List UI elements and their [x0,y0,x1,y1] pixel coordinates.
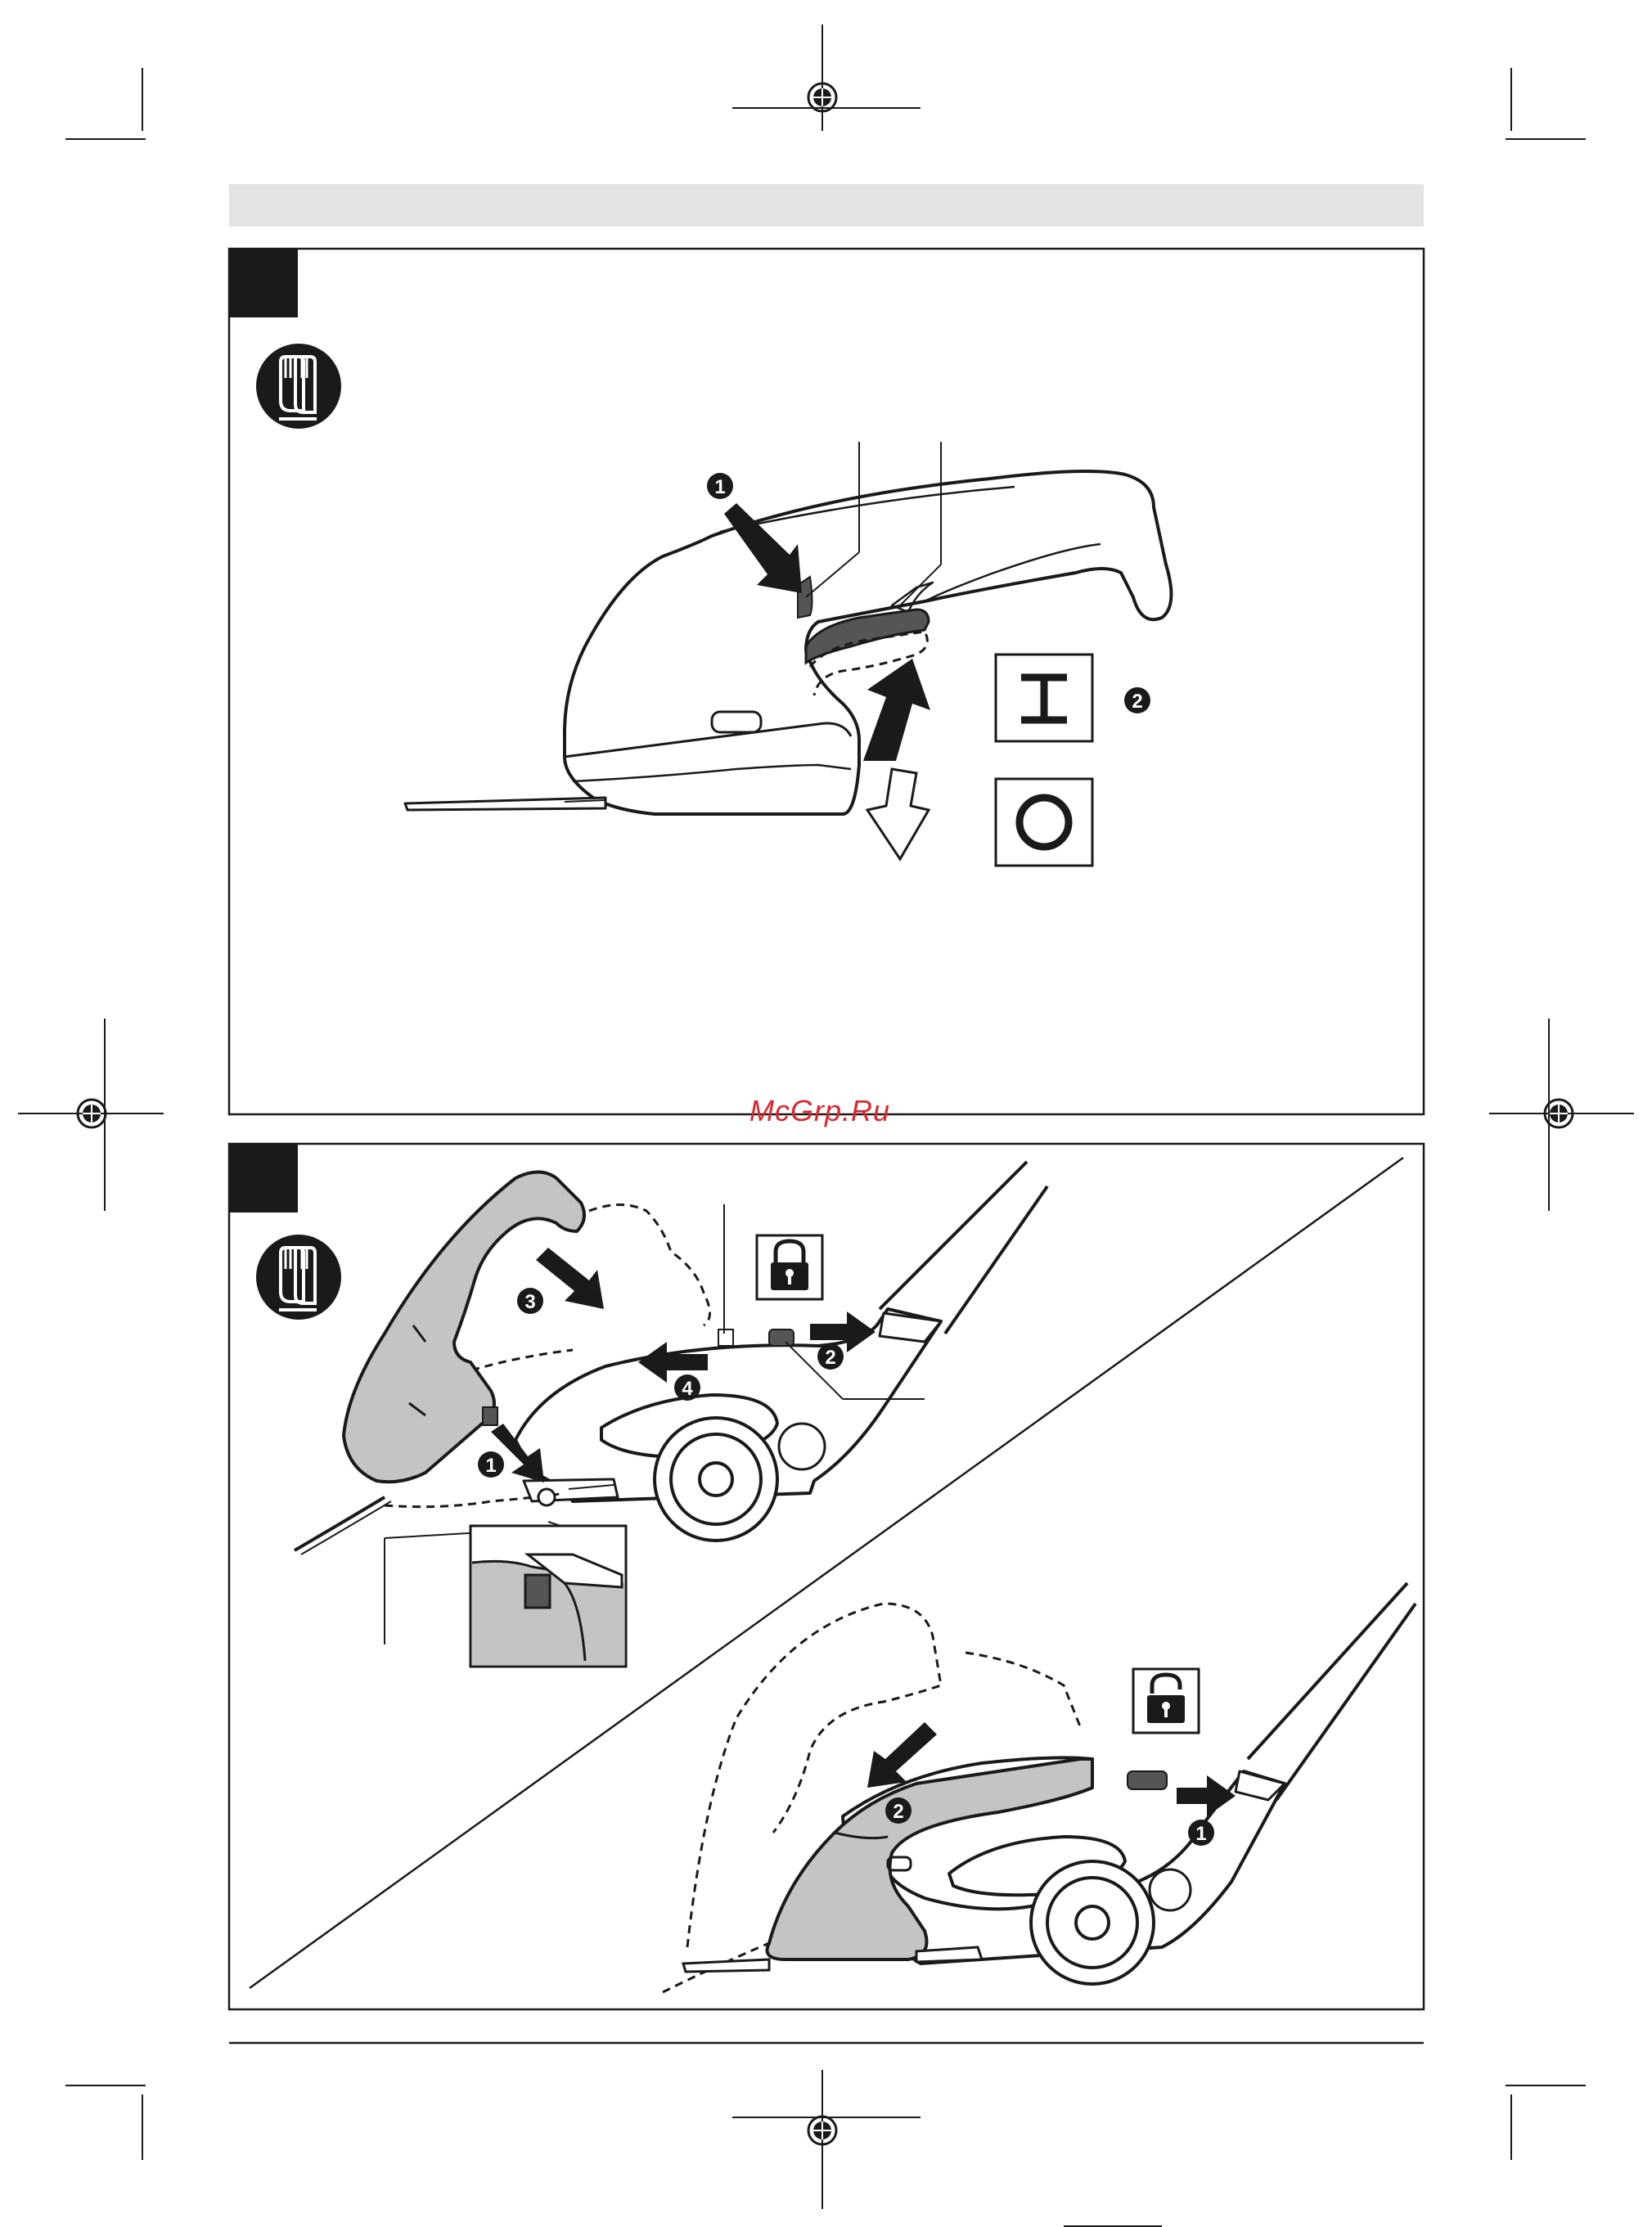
wheel [655,1418,777,1541]
telescopic-handle [1248,1583,1416,1800]
lock-slider [769,1329,794,1346]
svg-text:1: 1 [1195,1823,1206,1845]
svg-text:3: 3 [524,1291,535,1313]
svg-text:4: 4 [682,1378,693,1400]
figure-panel-top [229,249,1424,1114]
shear-lock-tab [483,1407,497,1425]
figure-number-tab [229,249,298,317]
swing-down-arrow [536,1248,604,1309]
gloves-icon [256,344,341,429]
switch-off-arrow [867,769,929,859]
switch-on-arrow [863,659,930,761]
figure-number-tab [229,1144,298,1212]
wheel [1031,1861,1154,1984]
gloves-icon [256,1235,341,1320]
svg-text:2: 2 [825,1347,835,1369]
lock-slider [1128,1771,1167,1789]
off-symbol-box [996,779,1092,866]
release-button [718,1329,733,1346]
svg-text:1: 1 [485,1455,496,1477]
header-bar [229,184,1424,227]
telescopic-handle [880,1162,1047,1334]
shear-body-top [405,471,1171,814]
svg-text:2: 2 [893,1801,903,1823]
step-badge-1-label: 1 [714,476,725,498]
step-badge-2-label: 2 [1132,691,1142,713]
watermark-text: McGrp.Ru [749,1094,930,1135]
